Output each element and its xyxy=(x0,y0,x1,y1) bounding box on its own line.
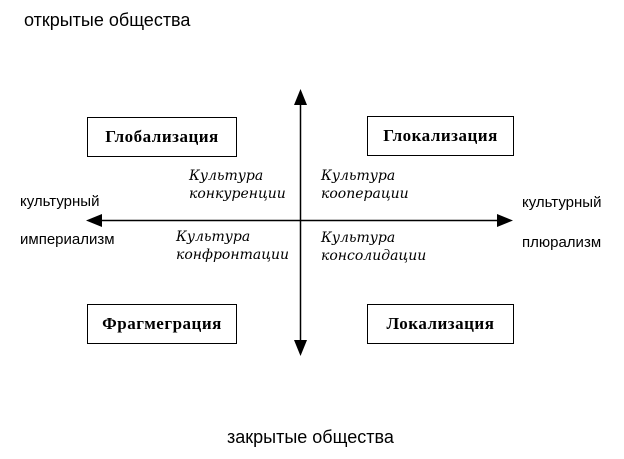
arrowhead-right-icon xyxy=(497,214,513,227)
culture-label-line1: Культура xyxy=(176,229,251,245)
axis-left-label-line1: культурный xyxy=(20,193,100,210)
culture-label-line1: Культура xyxy=(321,168,396,184)
quadrant-box-globalization: Глобализация xyxy=(87,117,237,157)
culture-label-consolidation: Культура консолидации xyxy=(321,229,426,265)
quadrant-box-label: Фрагмеграция xyxy=(102,314,222,333)
culture-label-confrontation: Культура конфронтации xyxy=(176,228,289,264)
culture-label-cooperation: Культура кооперации xyxy=(321,167,409,203)
culture-label-competition: Культура конкуренции xyxy=(189,167,286,203)
arrowhead-left-icon xyxy=(86,214,102,227)
culture-label-line2: кооперации xyxy=(321,186,409,202)
axis-right-label-line2: плюрализм xyxy=(522,234,602,251)
quadrant-box-glocalization: Глокализация xyxy=(367,116,514,156)
culture-label-line1: Культура xyxy=(321,230,396,246)
axis-left-label-line2: империализм xyxy=(20,231,115,248)
quadrant-box-label: Локализация xyxy=(386,314,495,333)
culture-label-line2: конкуренции xyxy=(189,186,286,202)
arrowhead-up-icon xyxy=(294,89,307,105)
culture-label-line2: конфронтации xyxy=(176,247,290,263)
quadrant-box-localization: Локализация xyxy=(367,304,514,344)
axis-right-label-line1: культурный xyxy=(522,194,602,211)
culture-label-line2: консолидации xyxy=(321,248,427,264)
quadrant-box-label: Глобализация xyxy=(105,127,219,146)
axis-top-label: открытые общества xyxy=(24,10,191,30)
culture-label-line1: Культура xyxy=(189,168,264,184)
quadrant-box-fragmegration: Фрагмеграция xyxy=(87,304,237,344)
axis-bottom-label: закрытые общества xyxy=(227,427,394,447)
quadrant-box-label: Глокализация xyxy=(383,126,498,145)
arrowhead-down-icon xyxy=(294,340,307,356)
